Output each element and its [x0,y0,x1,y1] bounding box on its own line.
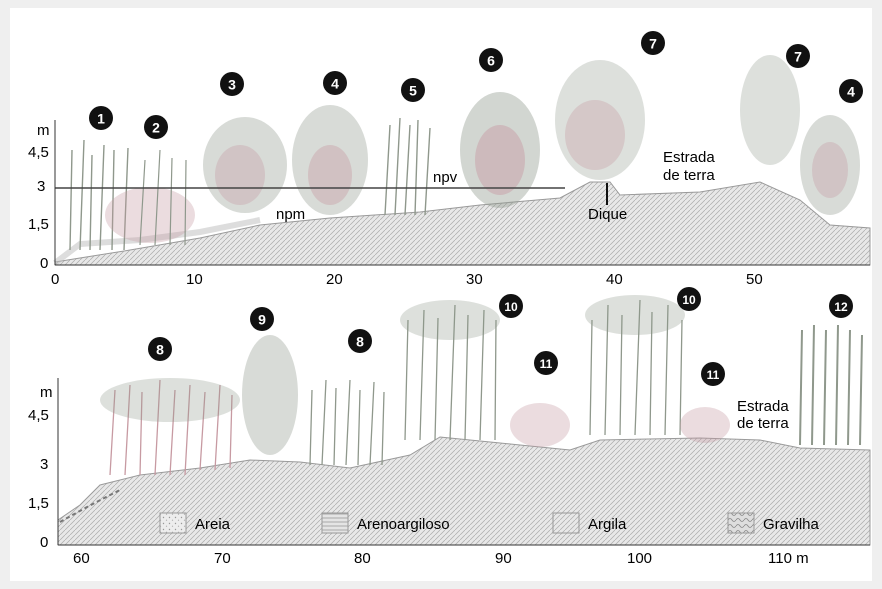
top-marker-1: 1 [89,106,113,130]
svg-text:9: 9 [258,312,266,328]
plant-group-12 [800,325,862,445]
bottom-x-axis: 60 70 80 90 100 110 m [58,545,870,567]
bottom-marker-8a: 8 [148,337,172,361]
svg-text:7: 7 [649,36,657,52]
label-dique: Dique [588,206,627,223]
top-profile: m 4,5 3 1,5 0 0 10 20 30 40 50 npm npv D… [28,31,870,288]
legend-label-argila: Argila [588,516,627,533]
top-y-tick-3: 3 [37,178,45,195]
legend-label-areia: Areia [195,516,231,533]
top-marker-4: 4 [323,71,347,95]
bottom-marker-11a: 11 [534,351,558,375]
bottom-marker-11b: 11 [701,362,725,386]
plant-group-11a [510,403,570,447]
bottom-marker-12: 12 [829,294,853,318]
legend-item-gravilha: Gravilha [728,513,820,533]
svg-text:10: 10 [504,300,518,314]
top-x-tick-20: 20 [326,271,343,288]
bottom-x-tick-90: 90 [495,550,512,567]
top-y-tick-0: 0 [40,255,48,272]
label-npm: npm [276,206,305,223]
svg-text:10: 10 [682,293,696,307]
svg-text:3: 3 [228,77,236,93]
plant-group-9 [242,335,298,455]
legend-item-argila: Argila [553,513,627,533]
bottom-y-unit: m [40,384,53,401]
plant-group-11b [680,407,730,443]
bottom-y-tick-1-5: 1,5 [28,495,49,512]
bottom-y-tick-3: 3 [40,456,48,473]
bottom-marker-10a: 10 [499,294,523,318]
top-marker-5: 5 [401,78,425,102]
top-marker-7b: 7 [786,44,810,68]
bottom-x-tick-100: 100 [627,550,652,567]
legend-label-gravilha: Gravilha [763,516,820,533]
label-estrada-top-2: de terra [663,167,715,184]
top-y-tick-1-5: 1,5 [28,216,49,233]
bottom-y-axis: m 4,5 3 1,5 0 [28,378,58,551]
top-marker-2: 2 [144,115,168,139]
svg-text:6: 6 [487,53,495,69]
top-y-axis: m 4,5 3 1,5 0 [28,120,55,272]
legend-item-areia: Areia [160,513,231,533]
top-x-tick-10: 10 [186,271,203,288]
svg-text:12: 12 [834,300,848,314]
bottom-y-tick-0: 0 [40,534,48,551]
top-marker-7a: 7 [641,31,665,55]
svg-text:4: 4 [847,84,855,100]
bottom-x-tick-110: 110 m [768,550,809,567]
svg-text:7: 7 [794,49,802,65]
bottom-y-tick-4-5: 4,5 [28,407,49,424]
svg-text:11: 11 [540,357,553,371]
svg-text:8: 8 [356,334,364,350]
top-x-tick-50: 50 [746,271,763,288]
svg-text:4: 4 [331,76,339,92]
svg-text:5: 5 [409,83,417,99]
top-y-unit: m [37,122,50,139]
plant-group-7b [740,55,800,165]
bottom-marker-8b: 8 [348,329,372,353]
bottom-x-tick-70: 70 [214,550,231,567]
bottom-marker-10b: 10 [677,287,701,311]
svg-text:11: 11 [707,368,720,382]
svg-text:2: 2 [152,120,160,136]
label-estrada-bottom-1: Estrada [737,398,789,415]
bottom-x-tick-80: 80 [354,550,371,567]
plant-group-8b [310,380,384,465]
svg-text:1: 1 [97,111,105,127]
label-npv: npv [433,169,458,186]
top-marker-4b: 4 [839,79,863,103]
top-marker-6: 6 [479,48,503,72]
top-x-axis: 0 10 20 30 40 50 [51,265,870,288]
legend-item-arenoargiloso: Arenoargiloso [322,513,450,533]
top-y-tick-4-5: 4,5 [28,144,49,161]
top-x-tick-30: 30 [466,271,483,288]
bottom-x-tick-60: 60 [73,550,90,567]
legend-label-arenoargiloso: Arenoargiloso [357,516,450,533]
plant-group-5 [385,118,430,215]
bottom-marker-9: 9 [250,307,274,331]
svg-text:8: 8 [156,342,164,358]
top-x-tick-40: 40 [606,271,623,288]
label-estrada-top-1: Estrada [663,149,715,166]
top-marker-3: 3 [220,72,244,96]
plant-group-2 [105,187,195,243]
top-x-tick-0: 0 [51,271,59,288]
label-estrada-bottom-2: de terra [737,415,789,432]
